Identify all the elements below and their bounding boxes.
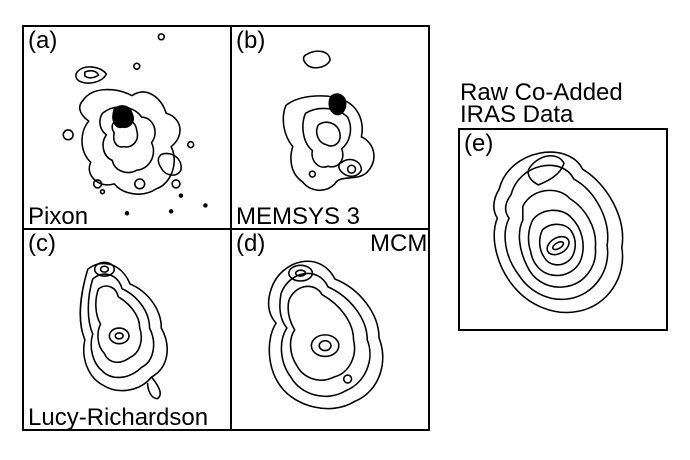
iras-contour-4 — [527, 209, 584, 277]
pixon-core — [112, 105, 134, 129]
iras-upper-lobe — [527, 155, 565, 186]
pixon-knot — [157, 33, 166, 41]
pixon-dot — [203, 203, 208, 208]
mcm-contour-2 — [279, 272, 371, 398]
mcm-contour-3 — [287, 285, 356, 381]
iras-contour-3 — [518, 189, 597, 288]
pixon-right-blob — [157, 152, 182, 176]
pixon-knot — [92, 179, 103, 189]
mcm-knot — [342, 374, 353, 384]
panel-c: (c) Lucy-Richardson — [22, 228, 232, 431]
mcm-core — [310, 334, 340, 358]
panel-a: (a) Pixon — [22, 25, 232, 230]
mcm-top-knot-inner — [294, 269, 307, 277]
memsys-contour-map — [282, 50, 375, 192]
lr-tail — [146, 376, 161, 400]
pixon-knot — [134, 178, 146, 190]
memsys-contour-outer — [282, 95, 375, 192]
pixon-knot — [187, 140, 195, 149]
panel-b-letter: (b) — [236, 27, 266, 54]
memsys-core — [328, 93, 347, 116]
iras-contour-2 — [504, 164, 609, 301]
lr-top-knot — [93, 261, 116, 277]
mcm-contour-1 — [267, 260, 384, 410]
pixon-dot — [168, 209, 174, 214]
memsys-contour-3 — [315, 121, 341, 147]
iras-contour-5 — [538, 223, 577, 266]
raw-heading-line1: Raw Co-Added — [460, 79, 623, 106]
iras-contour-map — [493, 151, 624, 314]
pixon-dot — [124, 211, 130, 216]
panel-b: (b) MEMSYS 3 — [230, 25, 430, 230]
panel-d-letter: (d) — [236, 230, 266, 257]
memsys-knot — [308, 170, 317, 178]
memsys-upper-blob — [302, 50, 331, 69]
pixon-knot — [99, 188, 106, 195]
pixon-knot — [133, 62, 141, 70]
pixon-upper-blob-inner — [84, 69, 100, 79]
lr-core — [108, 327, 130, 345]
pixon-dot — [178, 193, 184, 198]
pixon-knot — [62, 129, 74, 141]
panel-e-letter: (e) — [464, 130, 494, 157]
raw-heading-line2: IRAS Data — [460, 101, 574, 128]
mcm-contour-map — [267, 260, 384, 410]
panel-c-letter: (c) — [28, 230, 56, 257]
pixon-upper-blob — [75, 66, 108, 84]
pixon-contour-inner — [111, 117, 139, 148]
mcm-top-knot — [288, 264, 314, 282]
iras-core-inner — [552, 241, 565, 251]
panel-a-letter: (a) — [28, 27, 58, 54]
lr-contour-2 — [87, 273, 155, 379]
panel-c-method: Lucy-Richardson — [28, 404, 209, 431]
panel-b-method: MEMSYS 3 — [236, 203, 361, 230]
iras-core — [546, 235, 570, 256]
pixon-contour-mid — [99, 106, 156, 174]
panel-a-method: Pixon — [28, 203, 89, 230]
memsys-knot — [346, 164, 357, 174]
memsys-contour-2 — [302, 107, 352, 168]
lr-contour-1 — [79, 262, 168, 392]
panel-e: (e) — [458, 128, 668, 331]
pixon-knot — [171, 179, 181, 189]
iras-contour-1 — [493, 151, 624, 314]
lr-contour-3 — [95, 285, 143, 364]
pixon-contour-outer — [78, 88, 181, 195]
lr-core-inner — [114, 332, 124, 340]
pixon-contour-map — [62, 33, 208, 216]
lucy-richardson-contour-map — [79, 261, 168, 400]
lr-top-knot-inner — [99, 265, 110, 273]
mcm-core-inner — [318, 339, 332, 352]
panel-d-method: MCM — [370, 230, 428, 257]
panel-d: (d) MCM — [230, 228, 430, 431]
memsys-right-blob — [338, 158, 363, 178]
